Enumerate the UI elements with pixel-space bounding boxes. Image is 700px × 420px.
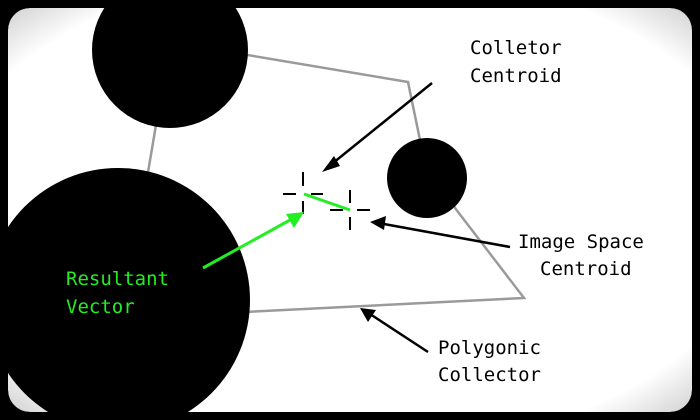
collector-centroid-label-line1: Colletor bbox=[470, 37, 562, 59]
image-space-centroid-label-line2: Centroid bbox=[540, 258, 632, 280]
top-disc bbox=[92, 8, 248, 128]
image-space-centroid-arrow bbox=[370, 216, 511, 249]
polygonic-collector-label-line2: Collector bbox=[438, 364, 541, 386]
collector-centroid-arrow bbox=[322, 82, 433, 172]
resultant-vector-label-line1: Resultant bbox=[66, 268, 169, 290]
collector-centroid-crosshair-icon bbox=[283, 172, 323, 214]
polygonic-collector-arrow bbox=[360, 308, 429, 354]
resultant-vector-arrow bbox=[202, 212, 304, 270]
right-disc bbox=[387, 138, 467, 218]
polygonic-collector-label-line1: Polygonic bbox=[438, 337, 541, 359]
collector-centroid-label-line2: Centroid bbox=[470, 65, 562, 87]
image-space-centroid-crosshair-icon bbox=[330, 190, 370, 230]
resultant-vector-line bbox=[303, 192, 351, 212]
image-space-centroid-label-line1: Image Space bbox=[518, 231, 644, 253]
large-disc bbox=[8, 168, 250, 412]
resultant-vector-label-line2: Vector bbox=[66, 296, 135, 318]
